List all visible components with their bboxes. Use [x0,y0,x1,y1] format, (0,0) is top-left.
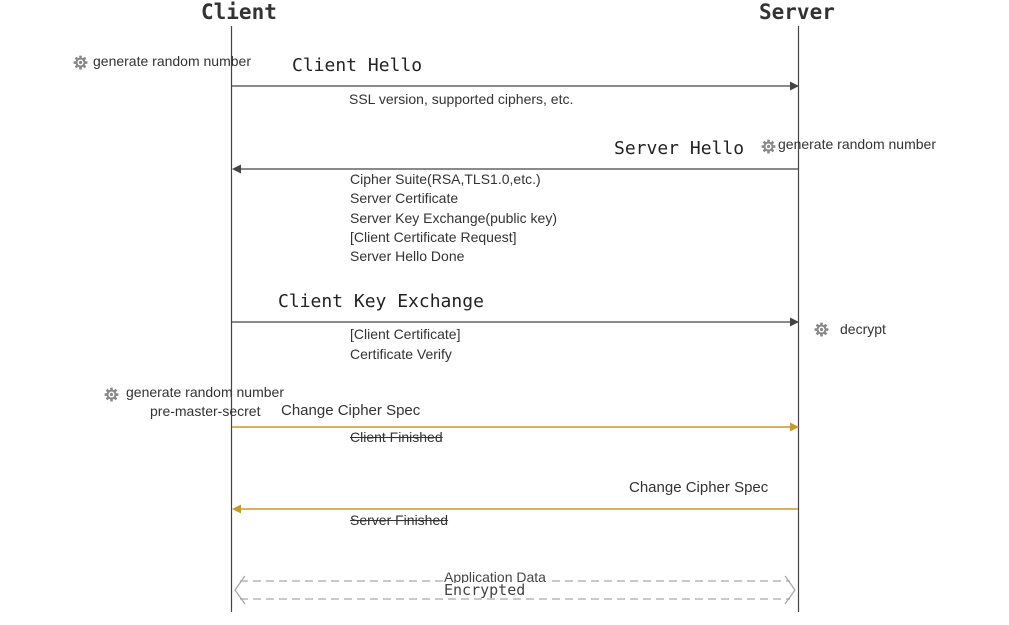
server-random-note: generate random number [778,136,936,152]
client-change-cipher-label: Change Cipher Spec [281,402,421,419]
client-hello-detail: SSL version, supported ciphers, etc. [349,91,574,107]
server-hello-label: Server Hello [614,138,745,159]
gear-icon [761,139,776,154]
server-hello-detail-line: Server Hello Done [350,248,465,265]
server-hello-detail-line: Server Certificate [350,190,459,207]
client-key-exchange-detail-line: [Client Certificate] [350,326,461,342]
client-key-exchange-details: [Client Certificate] Certificate Verify [350,324,460,364]
server-hello-detail-line: Cipher Suite(RSA,TLS1.0,etc.) [350,171,541,187]
server-hello-detail-line: [Client Certificate Request] [350,228,517,245]
gear-icon [814,322,829,337]
server-actor-label: Server [759,0,835,24]
server-change-cipher-arrow [232,504,798,514]
client-actor-label: Client [201,0,277,24]
client-hello-arrow [232,81,799,91]
server-finished-label: Server Finished [350,512,449,528]
client-change-cipher-arrow [232,422,799,432]
server-change-cipher-label: Change Cipher Spec [629,479,769,496]
application-data-label: Application Data [443,569,547,585]
client-random-note-2: generate random number [126,384,284,400]
server-hello-details: Cipher Suite(RSA,TLS1.0,etc.) Server Cer… [350,170,557,266]
client-key-exchange-arrow [232,317,799,327]
gear-icon [104,387,119,402]
client-hello-label: Client Hello [292,55,423,76]
client-random-note: generate random number [93,53,251,69]
client-finished-label: Client Finished [350,429,443,445]
server-hello-arrow [232,164,798,174]
server-hello-detail-line: Server Key Exchange(public key) [350,209,557,226]
client-key-exchange-label: Client Key Exchange [278,291,484,312]
application-data-encrypted-label: Encrypted [443,581,527,599]
pre-master-secret-note: pre-master-secret [150,403,261,419]
server-decrypt-note: decrypt [840,321,886,337]
gear-icon [73,55,88,70]
client-key-exchange-detail-line: Certificate Verify [350,346,452,362]
